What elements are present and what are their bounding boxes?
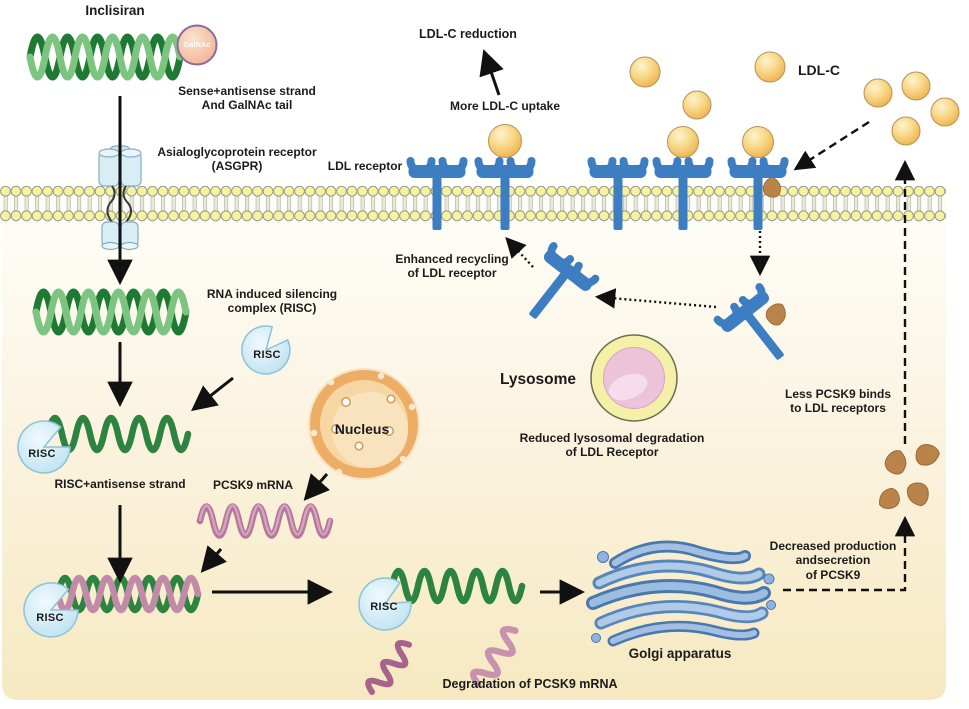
ldlc-label: LDL-C [798,62,840,78]
sense-strand-note: Sense+antisense strand And GalNAc tail [178,84,316,113]
risc-free [241,325,291,375]
risc-after-cleavage [358,577,412,631]
antisense-strand [44,414,192,454]
dotted-arrows [505,231,771,309]
solid-arrows [107,49,586,605]
golgi-apparatus [586,540,776,647]
reduced-lysosomal-label: Reduced lysosomal degradation of LDL Rec… [519,431,705,460]
less-pcsk9-label: Less PCSK9 binds to LDL receptors [784,387,892,416]
cytoplasm [2,216,946,700]
risc-mrna-duplex [54,574,202,614]
ldl-receptor-label: LDL receptor [327,159,403,173]
more-uptake-label: More LDL-C uptake [449,99,561,113]
lysosome-label: Lysosome [499,371,577,388]
nucleus-label: Nucleus [334,421,390,437]
galnac-tail [176,24,218,66]
antisense-strand-recycled [388,567,526,605]
golgi-label: Golgi apparatus [628,646,732,661]
ldlc-reduction-label: LDL-C reduction [419,27,517,41]
ldl-particles [488,51,960,158]
degradation-label: Degradation of PCSK9 mRNA [442,677,618,691]
risc-label: RISC [253,349,281,361]
dashed-arrows [783,120,916,592]
figure-title: Inclisiran [85,3,145,18]
plasma-membrane [0,186,946,223]
risc-antisense-label: RISC+antisense strand [54,477,186,491]
risc-complex-label: RNA induced silencing complex (RISC) [206,287,338,316]
risc-complexes [17,325,412,638]
nuclear-pores [331,394,396,451]
asgpr-receptor [98,145,142,251]
degraded-mrna-fragments [365,625,519,695]
lysosome [590,334,678,422]
risc-label: RISC [370,601,398,613]
galnac-label: GalNAc [183,40,211,49]
enhanced-recycling-label: Enhanced recycling of LDL receptor [395,252,509,281]
sirna-duplex-extracellular [30,37,180,77]
pcsk9-mrna-label: PCSK9 mRNA [212,478,294,492]
pcsk9-mrna-strand [196,503,334,539]
nucleus [308,368,420,480]
risc-label: RISC [28,448,56,460]
risc-on-mrna [23,582,79,638]
decreased-production-label: Decreased production andsecretion of PCS… [769,539,897,582]
asgpr-label: Asialoglycoprotein receptor (ASGPR) [157,145,317,174]
risc-label: RISC [36,612,64,624]
risc-antisense [17,420,71,474]
